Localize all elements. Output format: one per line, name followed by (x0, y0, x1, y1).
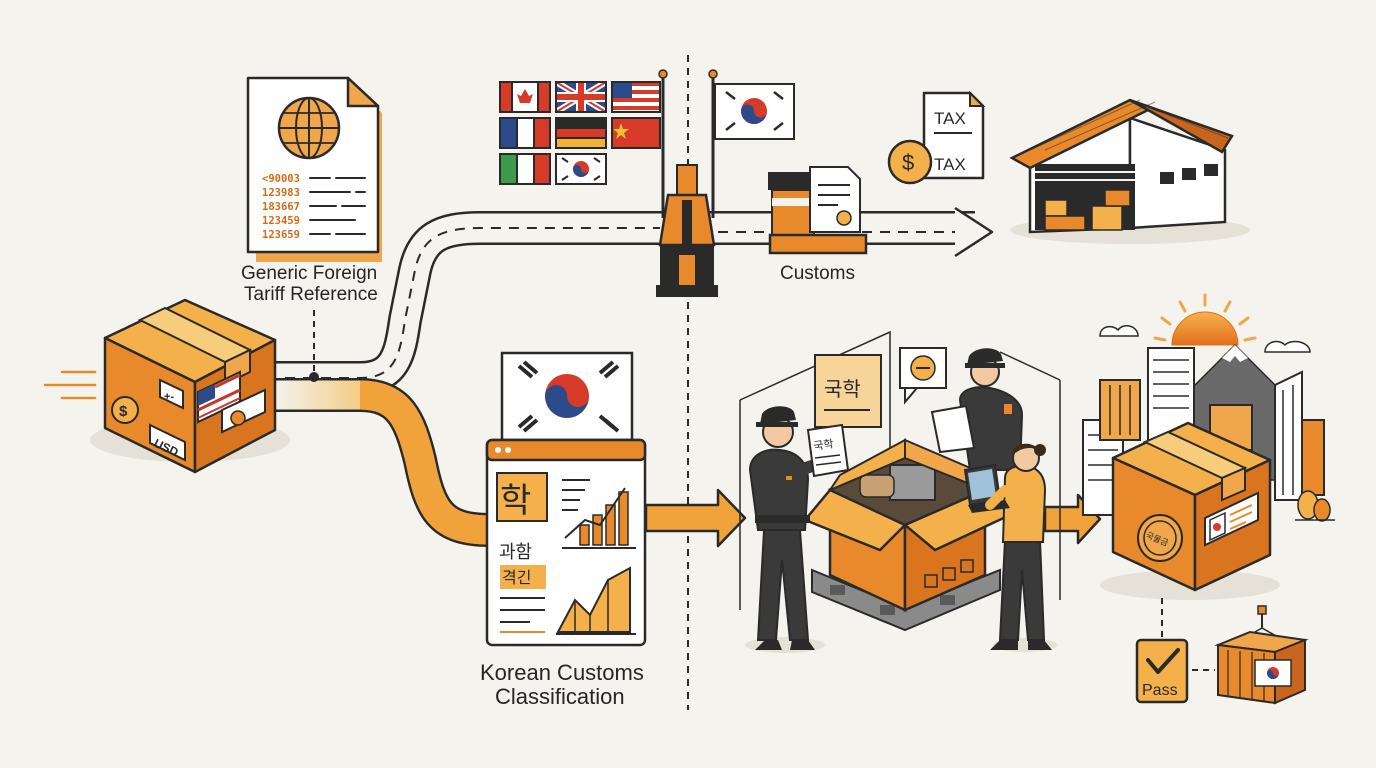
coin-symbol: $ (119, 403, 128, 420)
canada-flag (499, 81, 551, 113)
shipping-container (1214, 605, 1309, 705)
hangul-word: 과함 (499, 542, 532, 563)
tariff-code-3: 183667 (262, 201, 300, 213)
shipping-box: +- $ USD (90, 298, 290, 474)
flag-poles (658, 69, 795, 218)
korea-flag (714, 83, 795, 140)
korean-sign: 국학 (814, 354, 882, 428)
motion-lines (43, 370, 97, 400)
junction-dot (309, 372, 319, 382)
globe-icon (277, 96, 341, 160)
city-skyline (1082, 293, 1335, 522)
sun-icon (1153, 293, 1257, 346)
korea-flag-tag (1254, 659, 1292, 687)
france-flag (499, 117, 551, 149)
usa-flag-sticker (197, 370, 241, 424)
customs-officer-right (930, 348, 1024, 471)
uk-flag (554, 79, 608, 115)
globe-icon (230, 410, 246, 426)
tax-label-1: TAX (934, 109, 966, 128)
big-hangul-glyph: 학 (500, 481, 531, 521)
plus-minus-label: +- (164, 391, 174, 403)
tariff-code-1: <90003 (262, 173, 300, 185)
customs-label: Customs (780, 263, 855, 284)
pass-label: Pass (1142, 682, 1178, 699)
paper-text: 국학 (813, 437, 835, 453)
arrow-to-inspection (644, 488, 747, 548)
foreign-reference-label-line1: Generic Foreign (241, 263, 378, 284)
germany-flag (555, 117, 607, 149)
china-flag (611, 117, 661, 149)
warehouse (1009, 98, 1250, 244)
korean-classification-panel: 학 과함 격긴 (485, 438, 647, 647)
korean-classification-label-line1: Korean Customs (480, 660, 644, 685)
world-flags (499, 79, 661, 185)
arrow-to-warehouse (954, 206, 994, 258)
cleared-box: 국물금 (1100, 421, 1280, 600)
area-chart-icon (556, 566, 636, 635)
korean-flag-banner (500, 351, 634, 442)
inspector-with-laptop (963, 443, 1057, 652)
speech-bubble (899, 347, 947, 405)
korea-flag-sticker (1209, 511, 1226, 542)
tariff-code-5: 123659 (262, 229, 300, 241)
foreign-reference-label-line2: Tariff Reference (244, 284, 378, 305)
border-gate (656, 164, 718, 297)
inspection-room (739, 330, 1061, 610)
customs-stamp-icon: 국물금 (1137, 514, 1183, 562)
inspection-paper: 국학 (806, 423, 850, 478)
dollar-coin-icon (111, 396, 139, 424)
tariff-code-4: 123459 (262, 215, 300, 227)
road-lower (275, 378, 491, 547)
tax-coin-symbol: $ (902, 150, 914, 175)
korea-flag-small (555, 153, 607, 185)
tariff-code-2: 123983 (262, 187, 300, 199)
tax-coin-icon (887, 139, 933, 185)
pass-badge: Pass (1135, 638, 1189, 704)
sign-text: 국학 (824, 377, 861, 401)
checkmark-icon (1146, 648, 1180, 674)
tree-icon (1295, 490, 1335, 522)
customs-desk (768, 166, 868, 255)
foreign-tariff-document: <90003 123983 183667 123459 123659 (246, 76, 382, 262)
usa-flag (611, 81, 661, 113)
korean-classification-label-line2: Classification (495, 684, 625, 709)
bar-chart-icon (562, 487, 636, 549)
customs-officer-left: 국학 (745, 406, 850, 653)
hangul-highlight: 격긴 (502, 568, 531, 587)
italy-flag (499, 153, 551, 185)
tax-label-2: TAX (934, 155, 966, 174)
tax-document: TAX TAX $ (887, 90, 986, 185)
